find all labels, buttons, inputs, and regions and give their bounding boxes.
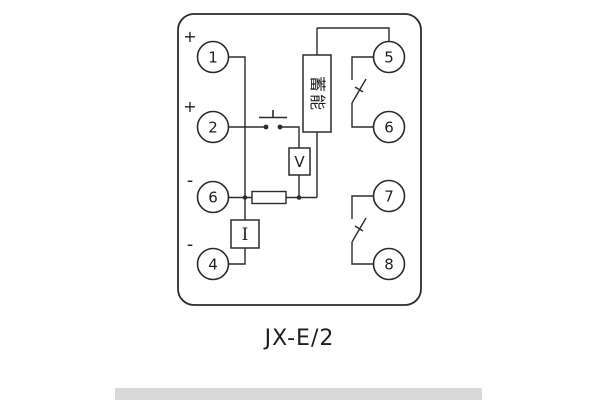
wire-i-to-terminal4	[228, 248, 246, 265]
terminal-circle	[196, 40, 230, 74]
wires	[228, 27, 390, 265]
relay-outline	[177, 13, 422, 306]
contact-fixed-lead	[351, 56, 374, 80]
polarity-mark: +	[183, 27, 196, 46]
terminal-number: 5	[384, 49, 394, 67]
current-box	[230, 219, 260, 249]
contact-dot	[263, 124, 269, 130]
terminal-number: 6	[384, 119, 394, 137]
polarity-mark: -	[187, 170, 194, 191]
terminal-number: 8	[384, 256, 394, 274]
terminal-circle	[196, 247, 230, 281]
terminal-left-2: 2 +	[183, 97, 230, 144]
terminal-number: 2	[208, 119, 218, 137]
terminal-number: 6	[208, 189, 218, 207]
terminal-right-6: 6	[372, 110, 406, 144]
contact-dot	[277, 124, 283, 130]
terminal-right-5: 5	[372, 40, 406, 74]
contact-5-6	[351, 56, 374, 128]
wire-terminal1-down	[228, 56, 246, 198]
wire-top-rail-to-terminal5	[317, 27, 390, 42]
terminal-left-1: 1 +	[183, 27, 230, 74]
current-element: I	[230, 219, 260, 249]
contact-blade	[351, 217, 367, 243]
contact-tick	[354, 86, 364, 93]
junction-dots	[242, 195, 302, 200]
terminal-left-6: 6 -	[187, 170, 230, 214]
terminal-circle	[372, 110, 406, 144]
voltage-element: V	[288, 147, 311, 176]
contact-7-8	[351, 195, 374, 265]
wire-button-to-v	[280, 126, 300, 148]
contact-moving-lead	[351, 103, 374, 128]
contact-fixed-lead	[351, 195, 374, 219]
terminal-circle	[196, 110, 230, 144]
pushbutton-contact	[259, 110, 287, 130]
terminal-circle	[196, 180, 230, 214]
coil-box	[302, 54, 332, 133]
coil-element: 蓄能	[302, 54, 332, 133]
diagram-title: JX-E/2	[264, 326, 335, 351]
terminal-number: 4	[208, 256, 218, 274]
terminal-circle	[372, 247, 406, 281]
contact-tick	[354, 225, 364, 232]
contact-moving-lead	[351, 242, 374, 265]
terminal-left-4: 4 -	[187, 234, 230, 281]
contact-blade	[351, 78, 367, 104]
terminal-circle	[372, 179, 406, 213]
bottom-gray-bar	[115, 388, 482, 400]
terminal-right-8: 8	[372, 247, 406, 281]
polarity-mark: +	[183, 97, 196, 116]
voltage-label: V	[294, 153, 305, 171]
terminal-circle	[372, 40, 406, 74]
junction-dot	[242, 195, 248, 200]
coil-label: 蓄能	[308, 76, 327, 112]
resistor	[251, 190, 287, 205]
junction-dot	[296, 195, 302, 200]
current-label: I	[242, 225, 249, 245]
terminal-number: 1	[208, 49, 218, 67]
polarity-mark: -	[187, 234, 194, 255]
voltage-box	[288, 147, 311, 176]
terminal-number: 7	[384, 188, 394, 206]
terminal-right-7: 7	[372, 179, 406, 213]
